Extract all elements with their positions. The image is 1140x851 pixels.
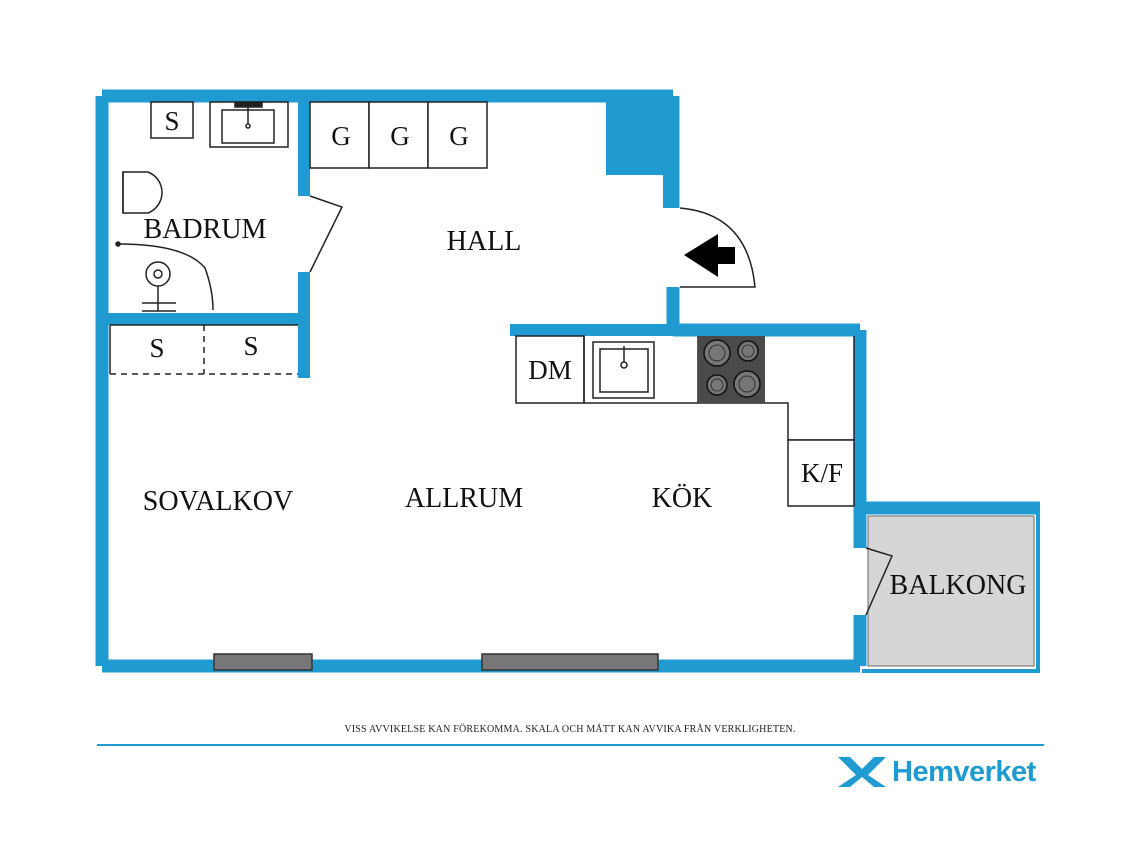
shower-icon bbox=[115, 241, 214, 312]
label-bath-storage: S bbox=[164, 106, 179, 136]
kitchen-sink-icon bbox=[592, 341, 655, 399]
label-closet-2: S bbox=[243, 331, 258, 361]
window-right bbox=[481, 653, 659, 671]
bath-storage-box bbox=[150, 101, 194, 139]
kitchen-wall bbox=[510, 324, 673, 336]
sovalkov-closets bbox=[109, 324, 298, 375]
label-wardrobe-3: G bbox=[449, 121, 469, 151]
room-label-sovalkov: SOVALKOV bbox=[143, 486, 293, 517]
label-fridge-freezer: K/F bbox=[801, 458, 843, 488]
inner-walls bbox=[108, 102, 310, 378]
brand-logo: Hemverket bbox=[836, 752, 1036, 792]
hemverket-logo-icon bbox=[838, 757, 886, 787]
room-label-balkong: BALKONG bbox=[890, 570, 1027, 601]
window-left bbox=[213, 653, 313, 671]
balcony-rail bbox=[862, 514, 1040, 673]
bath-sink-icon bbox=[209, 101, 289, 148]
bathroom-door bbox=[309, 195, 344, 273]
entrance-door bbox=[679, 207, 756, 288]
footer-divider bbox=[97, 744, 1044, 746]
hall-wardrobes bbox=[309, 101, 488, 169]
balcony-floor bbox=[867, 515, 1035, 667]
toilet-icon bbox=[122, 171, 163, 214]
kitchen-counter bbox=[515, 335, 855, 507]
label-dishwasher: DM bbox=[528, 355, 572, 385]
room-label-kok: KÖK bbox=[652, 483, 713, 514]
stove-icon bbox=[698, 336, 765, 403]
label-wardrobe-2: G bbox=[390, 121, 410, 151]
disclaimer-text: VISS AVVIKELSE KAN FÖREKOMMA. SKALA OCH … bbox=[344, 724, 796, 735]
room-label-allrum: ALLRUM bbox=[405, 483, 523, 514]
room-label-hall: HALL bbox=[447, 226, 522, 257]
room-label-badrum: BADRUM bbox=[144, 214, 267, 245]
label-wardrobe-1: G bbox=[331, 121, 351, 151]
brand-name: Hemverket bbox=[892, 755, 1036, 788]
label-closet-1: S bbox=[149, 333, 164, 363]
balcony-door bbox=[865, 547, 894, 616]
entry-pillar bbox=[606, 102, 667, 208]
entrance-arrow-icon bbox=[684, 234, 735, 277]
